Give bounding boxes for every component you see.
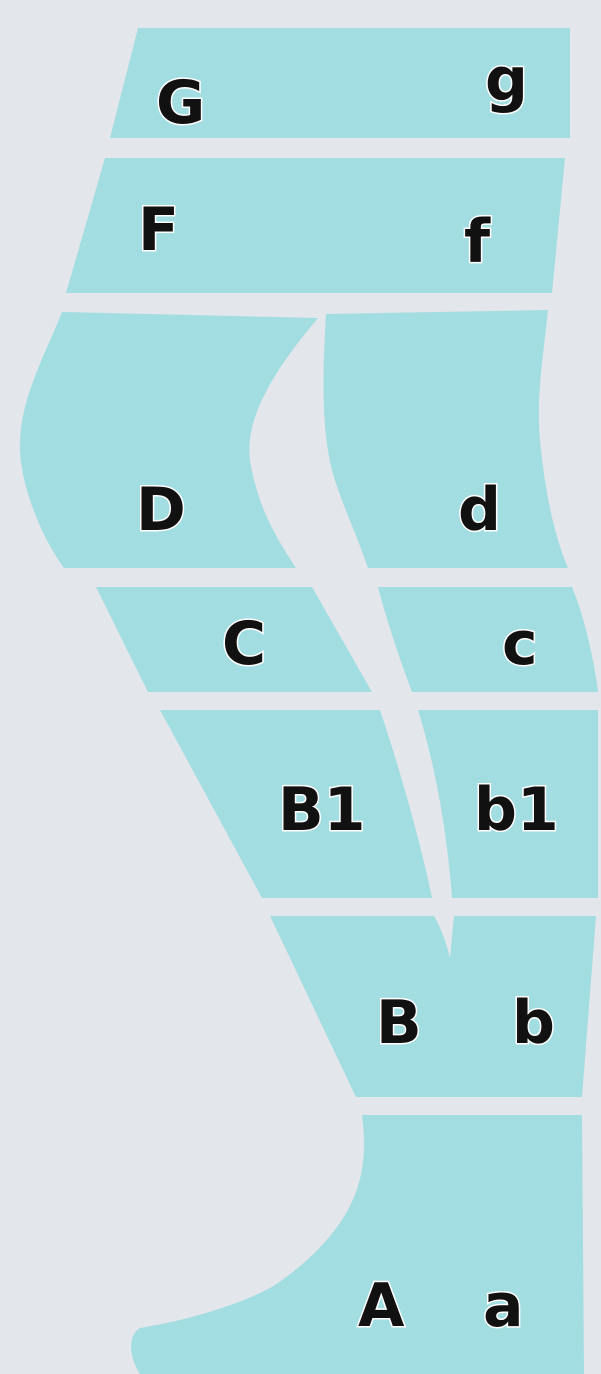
label-c-right: c bbox=[502, 609, 538, 679]
label-b1-right: b1 bbox=[474, 775, 559, 845]
label-b-right: b bbox=[512, 988, 555, 1058]
label-f-right: f bbox=[464, 207, 491, 277]
label-d-right: d bbox=[458, 475, 501, 545]
label-a-left: A bbox=[358, 1271, 405, 1341]
label-a-right: a bbox=[483, 1271, 524, 1341]
label-f-left: F bbox=[138, 195, 179, 265]
label-c-left: C bbox=[222, 609, 266, 679]
segment-c-right bbox=[378, 587, 598, 692]
label-d-left: D bbox=[136, 475, 186, 545]
label-g-left: G bbox=[156, 68, 205, 138]
label-b-left: B bbox=[376, 988, 422, 1058]
label-b1-left: B1 bbox=[278, 775, 365, 845]
label-g-right: g bbox=[485, 45, 528, 115]
segment-d-right bbox=[324, 310, 568, 568]
